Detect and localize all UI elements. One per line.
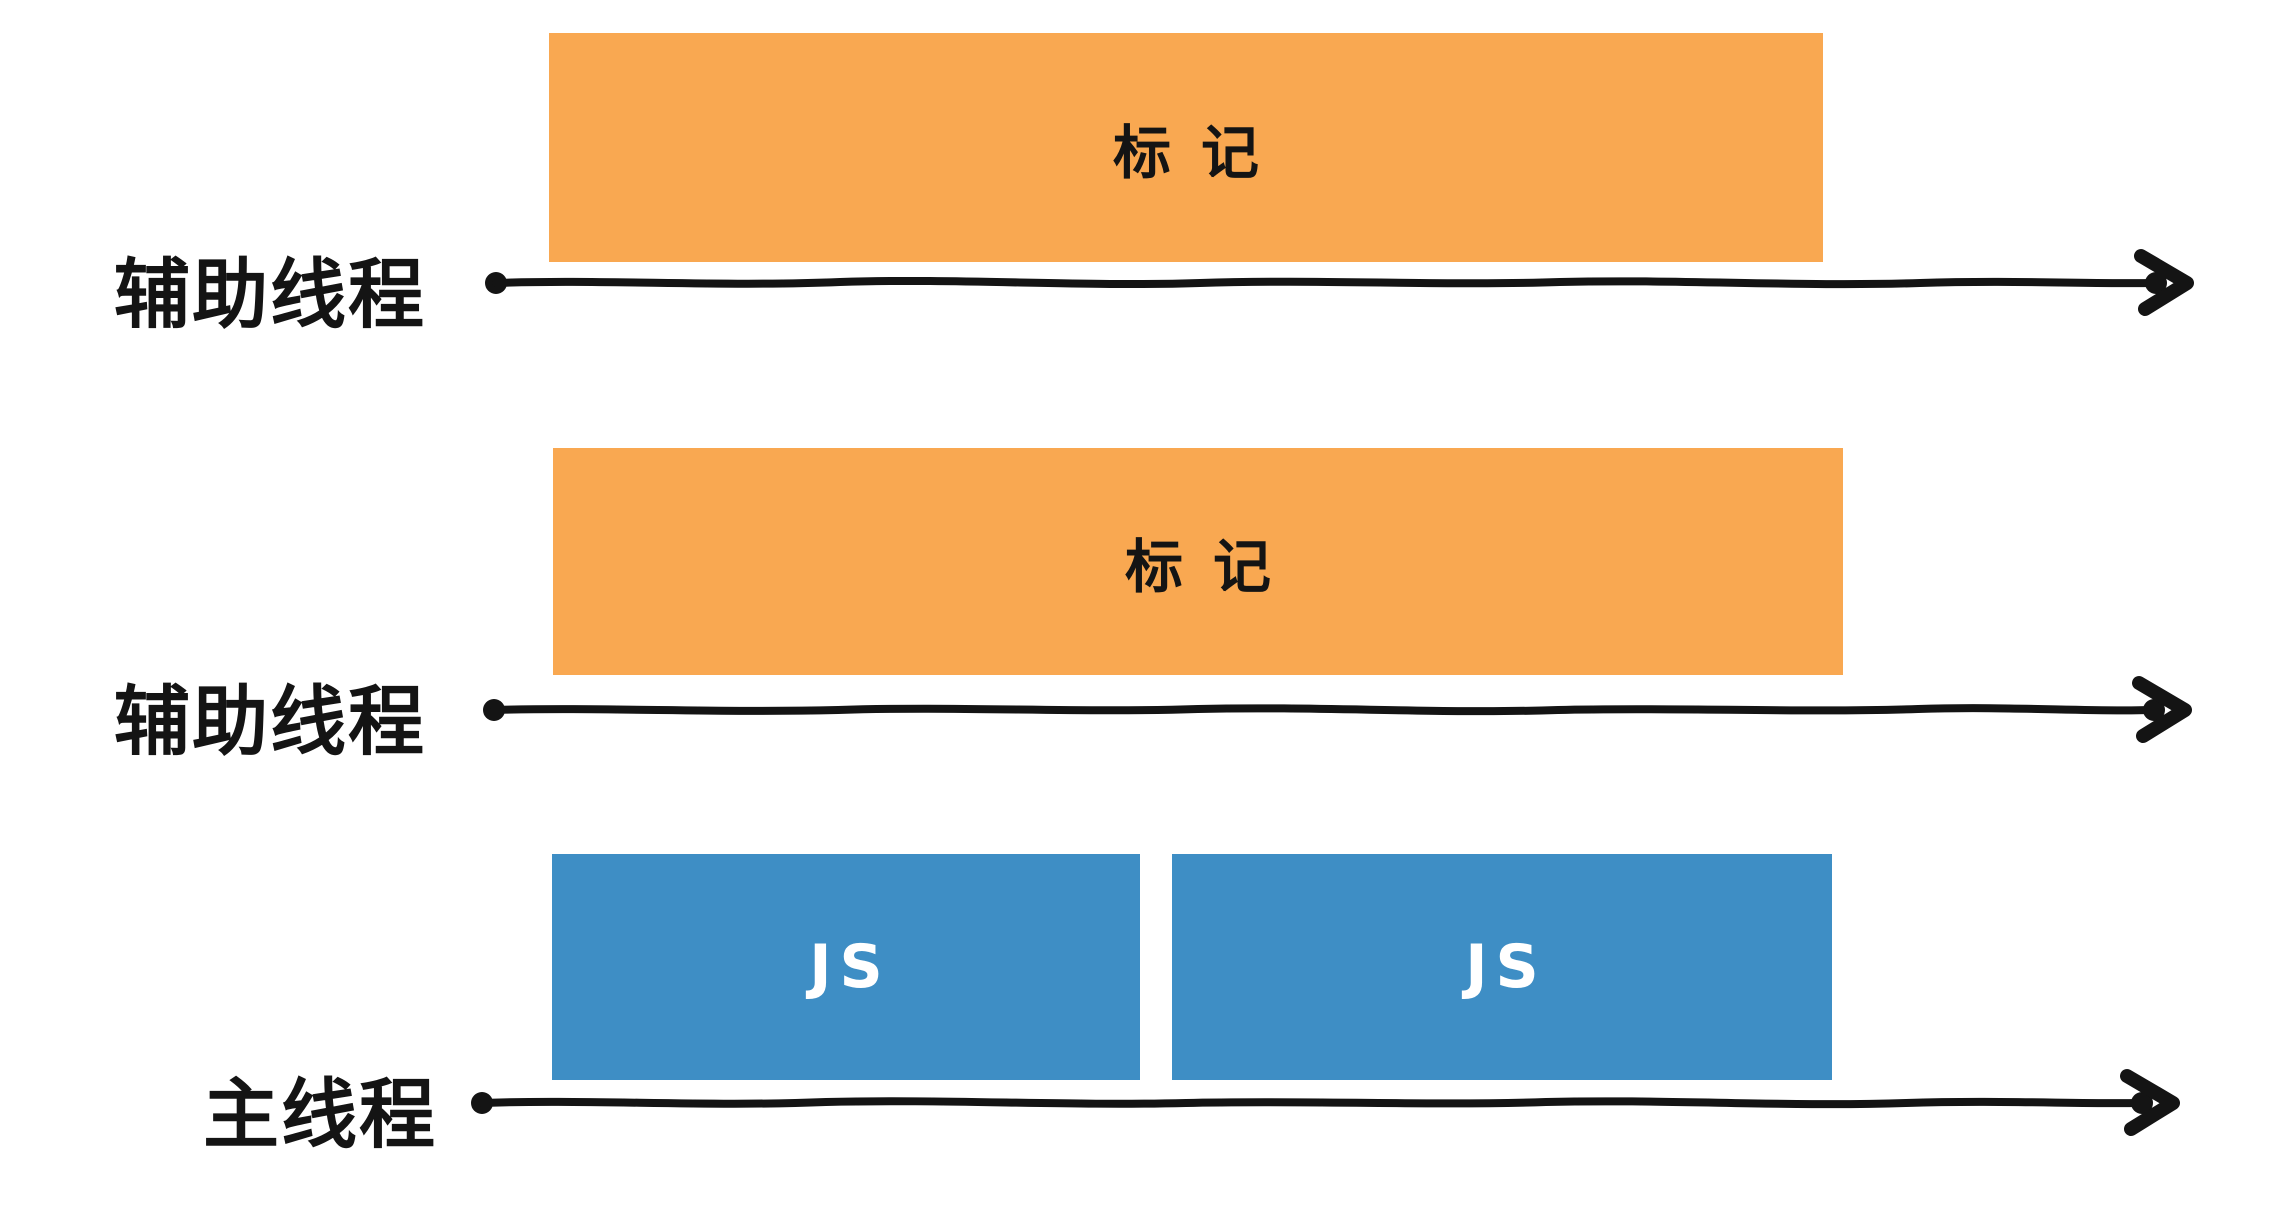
task-bar-mark: 标记 [553,448,1843,675]
arrow-head-icon [2145,272,2167,294]
arrow-head-icon [2134,249,2194,316]
thread-label: 辅助线程 [114,250,426,339]
timeline-row-main: 主线程 JS JS [0,800,2284,1213]
task-bar-label: 标记 [1124,532,1301,601]
thread-label: 主线程 [203,1070,437,1159]
task-bar-js: JS [1172,854,1832,1080]
timeline-line [492,276,2156,289]
timeline-arrow [483,676,2192,743]
task-bar-mark: 标记 [549,33,1823,262]
arrow-head-icon [2131,1092,2153,1114]
task-bar-label: JS [1465,932,1547,1002]
timeline-row-helper-1: 辅助线程 标记 [0,0,2284,380]
arrow-head-icon [2132,676,2192,743]
task-bar-label: 标记 [1112,118,1289,187]
timeline-line [478,1097,2142,1109]
task-bar-js: JS [552,854,1140,1080]
timeline-row-helper-2: 辅助线程 标记 [0,380,2284,800]
task-bar-label: JS [809,932,891,1002]
timeline-arrow [471,1069,2180,1136]
arrow-head-icon [2143,699,2165,721]
thread-label: 辅助线程 [114,677,426,766]
arrow-head-icon [2120,1069,2180,1136]
timeline-line [490,704,2154,716]
timeline-arrow [485,249,2194,316]
